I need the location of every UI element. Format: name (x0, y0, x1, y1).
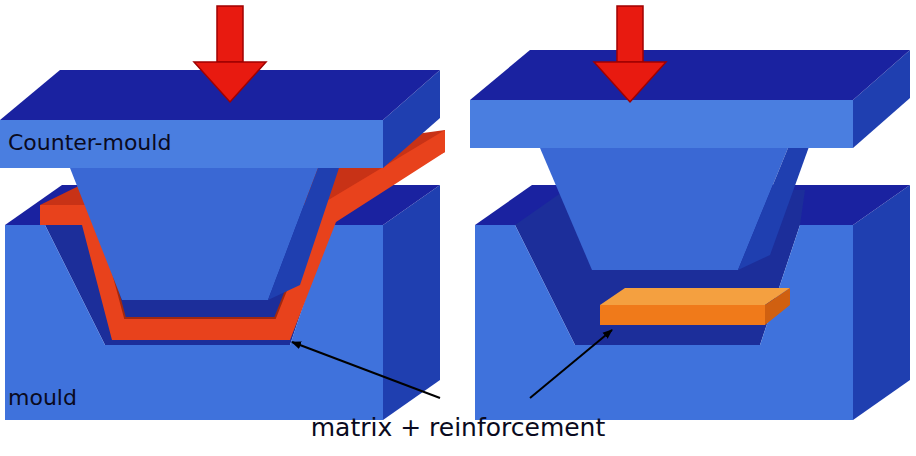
right-composite (600, 288, 790, 325)
left-counter-mould (0, 70, 440, 300)
part-label: Counter-mould (8, 131, 171, 155)
press-arrow (594, 6, 666, 102)
leader-line (530, 330, 612, 398)
right-counter-mould (470, 50, 910, 270)
press-arrow (194, 6, 266, 102)
part-label: mould (8, 386, 77, 410)
leader-line (292, 342, 440, 398)
callout-label: matrix + reinforcement (311, 414, 606, 442)
